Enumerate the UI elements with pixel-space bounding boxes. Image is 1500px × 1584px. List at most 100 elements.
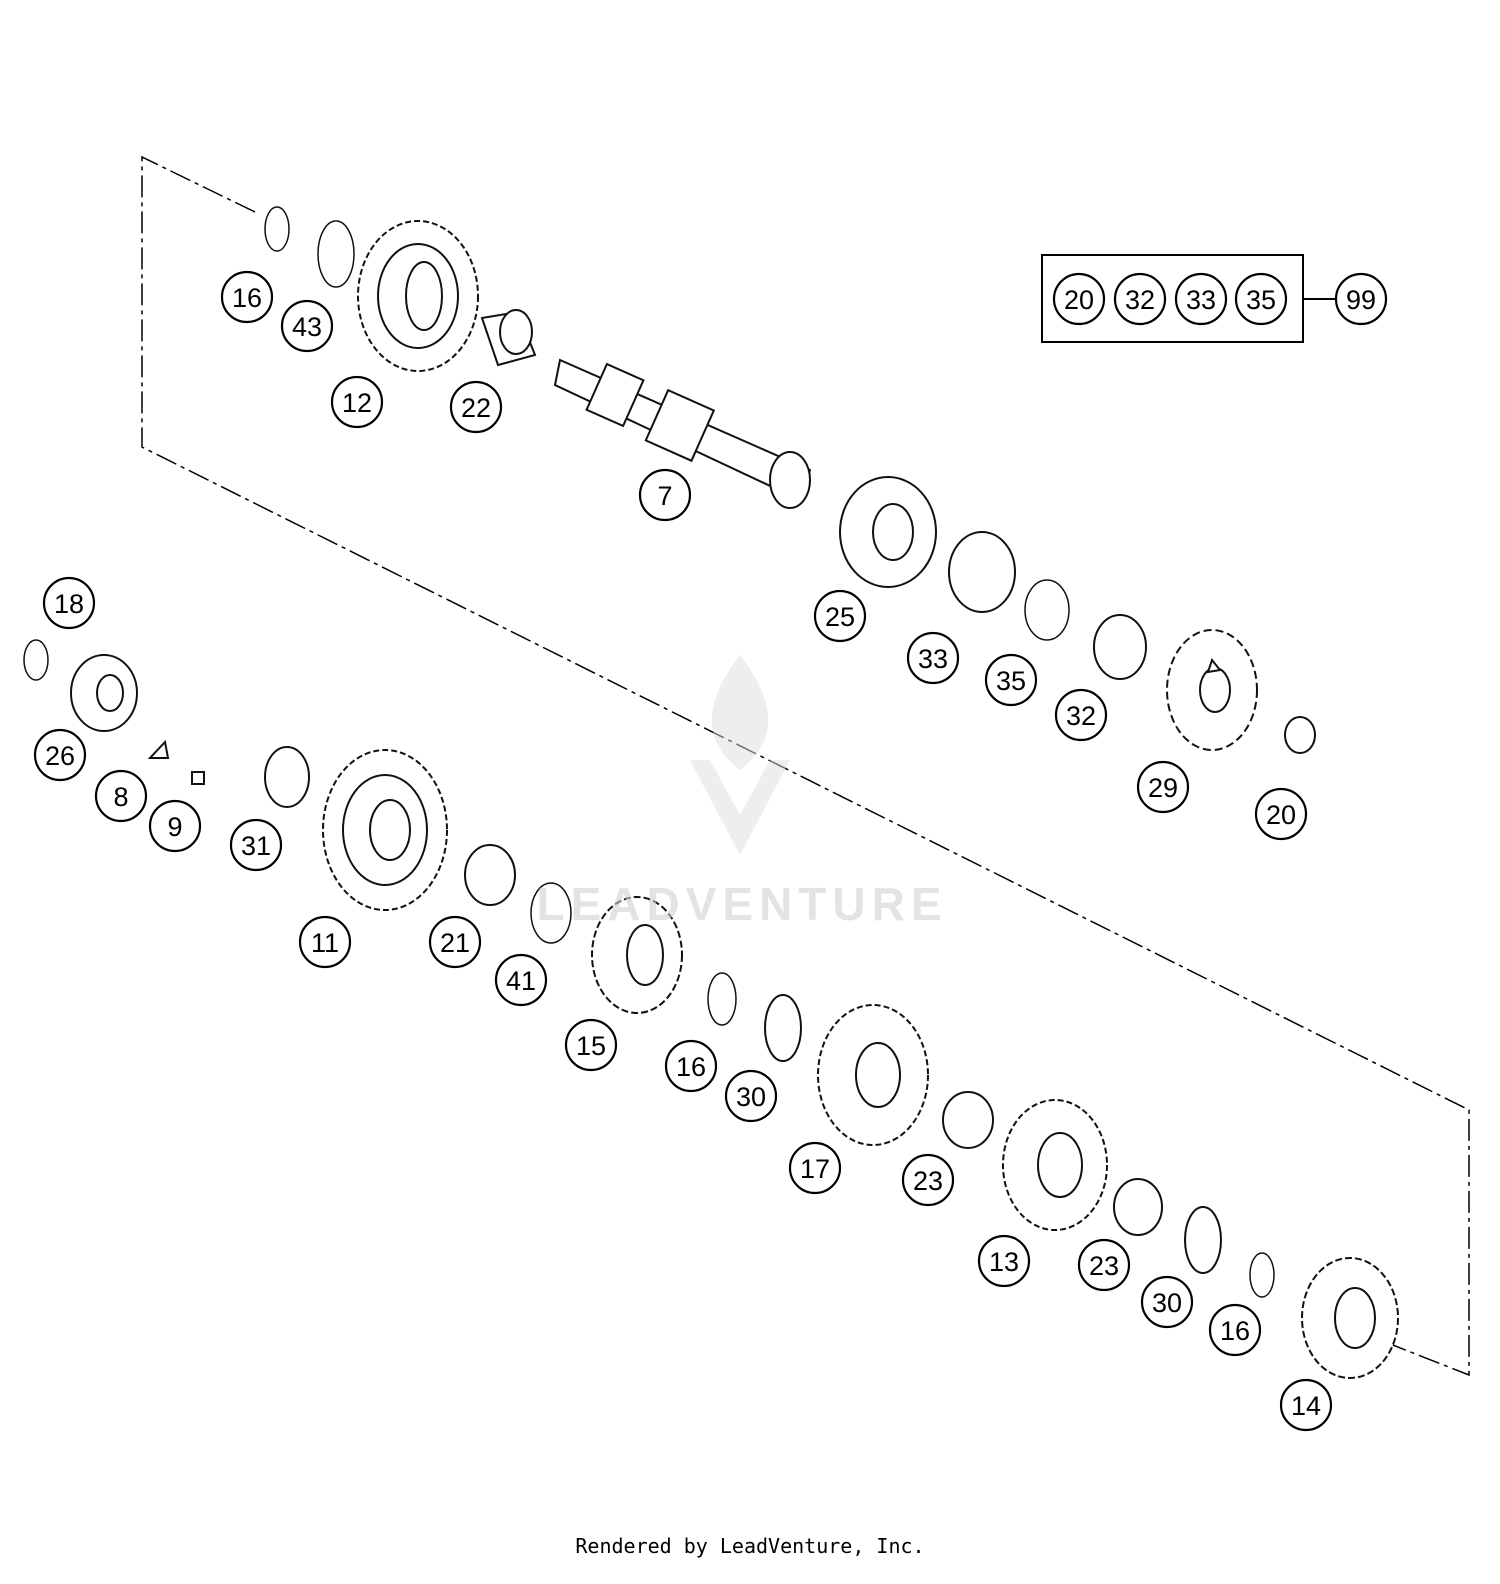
callout-part-13[interactable]: 13 xyxy=(977,1234,1031,1288)
callout-number: 29 xyxy=(1148,773,1178,803)
watermark-text: LEADVENTURE xyxy=(536,878,947,930)
callout-number: 11 xyxy=(311,928,339,958)
callout-circle xyxy=(94,769,148,823)
callout-number: 31 xyxy=(241,831,271,861)
callout-number: 13 xyxy=(989,1247,1019,1277)
callout-number: 30 xyxy=(1152,1288,1182,1318)
callout-circle xyxy=(1054,688,1108,742)
watermark-flame-icon xyxy=(711,655,769,770)
callout-part-25[interactable]: 25 xyxy=(813,589,867,643)
callout-number: 16 xyxy=(676,1052,706,1082)
callout-circle xyxy=(220,270,274,324)
callout-part-16[interactable]: 16 xyxy=(1208,1303,1262,1357)
callout-part-35[interactable]: 35 xyxy=(984,653,1038,707)
callout-number: 32 xyxy=(1066,701,1096,731)
callout-part-23[interactable]: 23 xyxy=(1077,1238,1131,1292)
callout-number: 25 xyxy=(825,602,855,632)
callout-circle xyxy=(564,1018,618,1072)
callout-number: 21 xyxy=(440,928,470,958)
callout-part-7[interactable]: 7 xyxy=(638,468,692,522)
callout-number: 17 xyxy=(800,1154,830,1184)
callout-number: 35 xyxy=(996,666,1026,696)
callout-circle xyxy=(901,1153,955,1207)
callout-part-22[interactable]: 22 xyxy=(449,380,503,434)
footer-credit: Rendered by LeadVenture, Inc. xyxy=(575,1534,925,1558)
callout-number: 26 xyxy=(45,741,75,771)
callout-circle xyxy=(1052,272,1106,326)
callout-part-20[interactable]: 20 xyxy=(1254,787,1308,841)
kit-item-35[interactable]: 35 xyxy=(1234,272,1288,326)
callout-part-33[interactable]: 33 xyxy=(906,631,960,685)
callout-circle xyxy=(724,1069,778,1123)
callout-number: 99 xyxy=(1346,285,1376,315)
callout-number: 32 xyxy=(1125,285,1155,315)
callout-circle xyxy=(977,1234,1031,1288)
callout-part-23[interactable]: 23 xyxy=(901,1153,955,1207)
callout-part-17[interactable]: 17 xyxy=(788,1141,842,1195)
callout-circle xyxy=(280,299,334,353)
callout-circle xyxy=(1077,1238,1131,1292)
callout-circle xyxy=(1208,1303,1262,1357)
callout-circle xyxy=(1334,272,1388,326)
callout-part-15[interactable]: 15 xyxy=(564,1018,618,1072)
callout-part-18[interactable]: 18 xyxy=(42,576,96,630)
callout-number: 33 xyxy=(918,644,948,674)
callout-circle xyxy=(42,576,96,630)
callout-circle xyxy=(298,915,352,969)
callout-number: 7 xyxy=(657,481,672,511)
callout-kit-99[interactable]: 99 xyxy=(1334,272,1388,326)
callout-part-43[interactable]: 43 xyxy=(280,299,334,353)
kit-item-33[interactable]: 33 xyxy=(1174,272,1228,326)
callout-number: 12 xyxy=(342,388,372,418)
callout-part-14[interactable]: 14 xyxy=(1279,1378,1333,1432)
callout-circle xyxy=(1254,787,1308,841)
callout-number: 43 xyxy=(292,312,322,342)
upper-parts xyxy=(264,206,1316,754)
callout-number: 23 xyxy=(1089,1251,1119,1281)
callout-circle xyxy=(229,818,283,872)
callout-circle xyxy=(813,589,867,643)
kit-item-32[interactable]: 32 xyxy=(1113,272,1167,326)
callout-part-26[interactable]: 26 xyxy=(33,728,87,782)
callout-part-29[interactable]: 29 xyxy=(1136,760,1190,814)
callout-part-41[interactable]: 41 xyxy=(494,953,548,1007)
callout-part-32[interactable]: 32 xyxy=(1054,688,1108,742)
callout-part-30[interactable]: 30 xyxy=(724,1069,778,1123)
assembly-outline xyxy=(141,155,1470,1377)
watermark-v-icon xyxy=(690,760,790,855)
callout-part-16[interactable]: 16 xyxy=(664,1039,718,1093)
callout-circle xyxy=(494,953,548,1007)
callout-number: 8 xyxy=(113,782,128,812)
callout-circle xyxy=(664,1039,718,1093)
callout-part-8[interactable]: 8 xyxy=(94,769,148,823)
callout-part-31[interactable]: 31 xyxy=(229,818,283,872)
leadventure-watermark: LEADVENTURE xyxy=(536,655,947,930)
callout-circle xyxy=(1174,272,1228,326)
callout-part-9[interactable]: 9 xyxy=(148,799,202,853)
kit-item-20[interactable]: 20 xyxy=(1052,272,1106,326)
callout-part-16[interactable]: 16 xyxy=(220,270,274,324)
callout-circle xyxy=(1140,1275,1194,1329)
callout-number: 16 xyxy=(232,283,262,313)
callout-circle xyxy=(428,915,482,969)
callout-part-11[interactable]: 11 xyxy=(298,915,352,969)
callout-circle xyxy=(984,653,1038,707)
callout-group: 16 43 12 22 7 25 33 35 32 29 20 20 32 33 35 99 18 26 89 31 1… xyxy=(33,270,1388,1432)
callout-number: 20 xyxy=(1266,800,1296,830)
callout-circle xyxy=(1279,1378,1333,1432)
callout-circle xyxy=(638,468,692,522)
callout-part-30[interactable]: 30 xyxy=(1140,1275,1194,1329)
callout-part-21[interactable]: 21 xyxy=(428,915,482,969)
callout-part-12[interactable]: 12 xyxy=(330,375,384,429)
callout-number: 20 xyxy=(1064,285,1094,315)
callout-circle xyxy=(906,631,960,685)
callout-number: 22 xyxy=(461,393,491,423)
callout-circle xyxy=(1113,272,1167,326)
callout-circle xyxy=(449,380,503,434)
callout-number: 23 xyxy=(913,1166,943,1196)
callout-circle xyxy=(148,799,202,853)
callout-circle xyxy=(330,375,384,429)
callout-circle xyxy=(1234,272,1288,326)
callout-number: 33 xyxy=(1186,285,1216,315)
